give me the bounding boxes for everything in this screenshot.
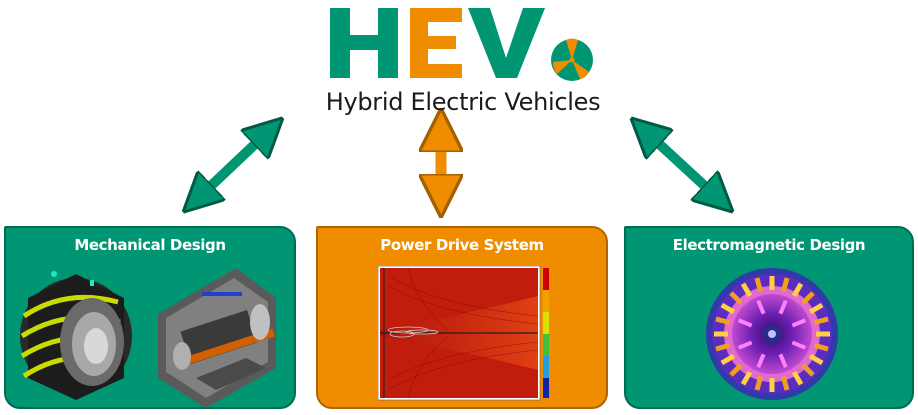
- mechanical-render-image: [20, 268, 276, 408]
- logo-letter-e: [410, 8, 462, 78]
- panel-title-power: Power Drive System: [380, 236, 544, 254]
- logo-wheel-icon: [551, 38, 593, 81]
- power-drive-system-panel: Power Drive System: [316, 226, 608, 409]
- electromagnetic-design-panel: Electromagnetic Design: [624, 226, 914, 409]
- stator-cylinder-image: [20, 271, 132, 400]
- logo-letter-v: [468, 8, 545, 78]
- panel-title-mechanical: Mechanical Design: [74, 236, 226, 254]
- subtitle: Hybrid Electric Vehicles: [325, 88, 601, 116]
- motor-cutaway-image: [158, 268, 276, 408]
- panel-title-electromagnetic: Electromagnetic Design: [672, 236, 866, 254]
- color-scale-bar: [543, 268, 549, 398]
- arrow-right-green: [644, 130, 720, 200]
- hev-logo: [330, 8, 593, 81]
- logo-letter-h: [330, 8, 398, 78]
- motor-field-plot-image: [706, 268, 838, 400]
- mechanical-design-panel: Mechanical Design: [4, 226, 296, 409]
- arrow-left-green: [196, 130, 270, 200]
- power-contour-plot-image: [378, 266, 549, 401]
